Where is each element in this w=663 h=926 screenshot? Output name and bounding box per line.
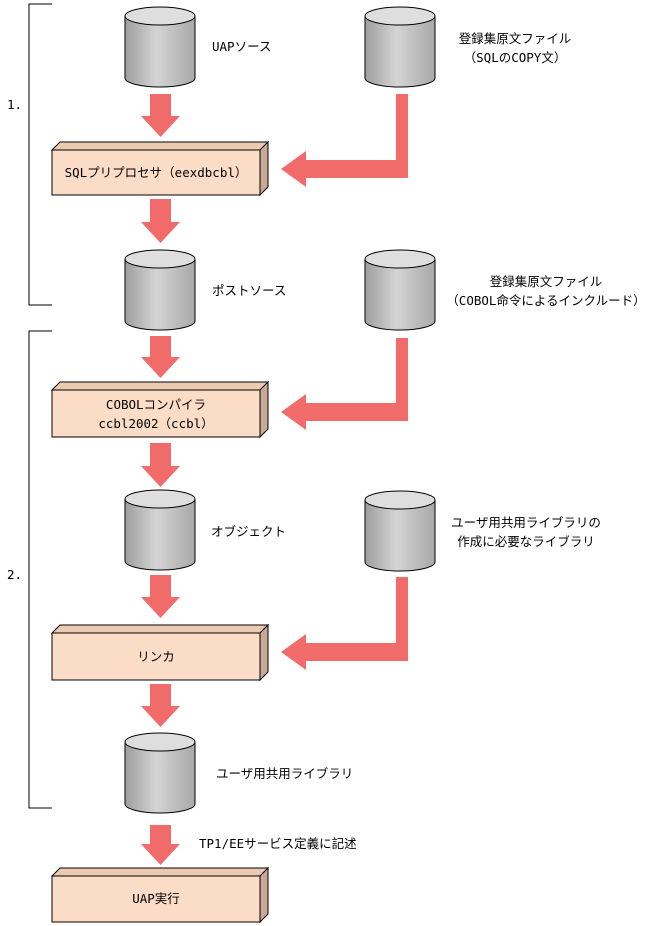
- post-source-label: ポストソース: [212, 283, 287, 298]
- tp1-note-label: TP1/EEサービス定義に記述: [199, 836, 357, 851]
- shared-lib-deps-label: ユーザ用共用ライブラリの 作成に必要なライブラリ: [436, 513, 616, 551]
- step2-bracket: [28, 330, 52, 809]
- uap-run-label: UAP実行: [132, 891, 180, 906]
- linker-label: リンカ: [137, 649, 175, 664]
- linker-box: [50, 623, 270, 682]
- shared-lib-deps-label-line1: ユーザ用共用ライブラリの: [451, 515, 601, 530]
- arrow-copylib-to-preprocessor: [281, 94, 408, 187]
- uap-run-box: [50, 866, 270, 924]
- copy-library-db-icon: [364, 6, 436, 88]
- object-label: オブジェクト: [211, 524, 287, 539]
- cobol-copy-library-db-icon: [364, 249, 436, 331]
- uap-source-label: UAPソース: [212, 39, 272, 54]
- cobol-copy-library-label-line1: 登録集原文ファイル: [489, 274, 603, 289]
- shared-lib-deps-db-icon: [364, 490, 436, 572]
- user-shared-library-label: ユーザ用共用ライブラリ: [216, 766, 354, 781]
- step2-label: 2.: [7, 567, 23, 582]
- arrow-deps-to-linker: [281, 577, 408, 670]
- sql-preprocessor-label: SQLプリプロセサ（eexdbcbl）: [64, 165, 248, 180]
- post-source-db-icon: [124, 249, 196, 331]
- arrow-uap-to-preprocessor: [141, 94, 180, 137]
- copy-library-label-line2: （SQLのCOPY文）: [463, 50, 567, 65]
- arrow-linker-to-shared: [141, 684, 180, 727]
- cobol-copy-library-label-line2: （COBOL命令によるインクルード）: [446, 293, 646, 308]
- step1-label: 1.: [7, 97, 23, 112]
- arrow-shared-to-run: [141, 825, 180, 865]
- cobol-compiler-label: COBOLコンパイラ ccbl2002（ccbl）: [52, 395, 260, 433]
- copy-library-label-line1: 登録集原文ファイル: [458, 31, 572, 46]
- cobol-compiler-label-line2: ccbl2002（ccbl）: [98, 416, 214, 431]
- cobol-compiler-box: [50, 380, 270, 439]
- arrow-post-to-compiler: [141, 336, 180, 378]
- arrow-preprocessor-to-post: [141, 199, 180, 243]
- user-shared-library-db-icon: [124, 732, 196, 814]
- arrow-cobolcopy-to-compiler: [281, 338, 408, 430]
- step1-bracket: [28, 3, 52, 306]
- copy-library-label: 登録集原文ファイル （SQLのCOPY文）: [430, 29, 600, 67]
- cobol-copy-library-label: 登録集原文ファイル （COBOL命令によるインクルード）: [430, 272, 662, 310]
- sql-preprocessor-box: [50, 140, 270, 197]
- shared-lib-deps-label-line2: 作成に必要なライブラリ: [457, 534, 595, 549]
- object-db-icon: [124, 489, 196, 571]
- arrow-compiler-to-object: [141, 443, 180, 487]
- arrow-object-to-linker: [141, 575, 180, 618]
- cobol-compiler-label-line1: COBOLコンパイラ: [105, 397, 207, 412]
- uap-source-db-icon: [124, 6, 196, 88]
